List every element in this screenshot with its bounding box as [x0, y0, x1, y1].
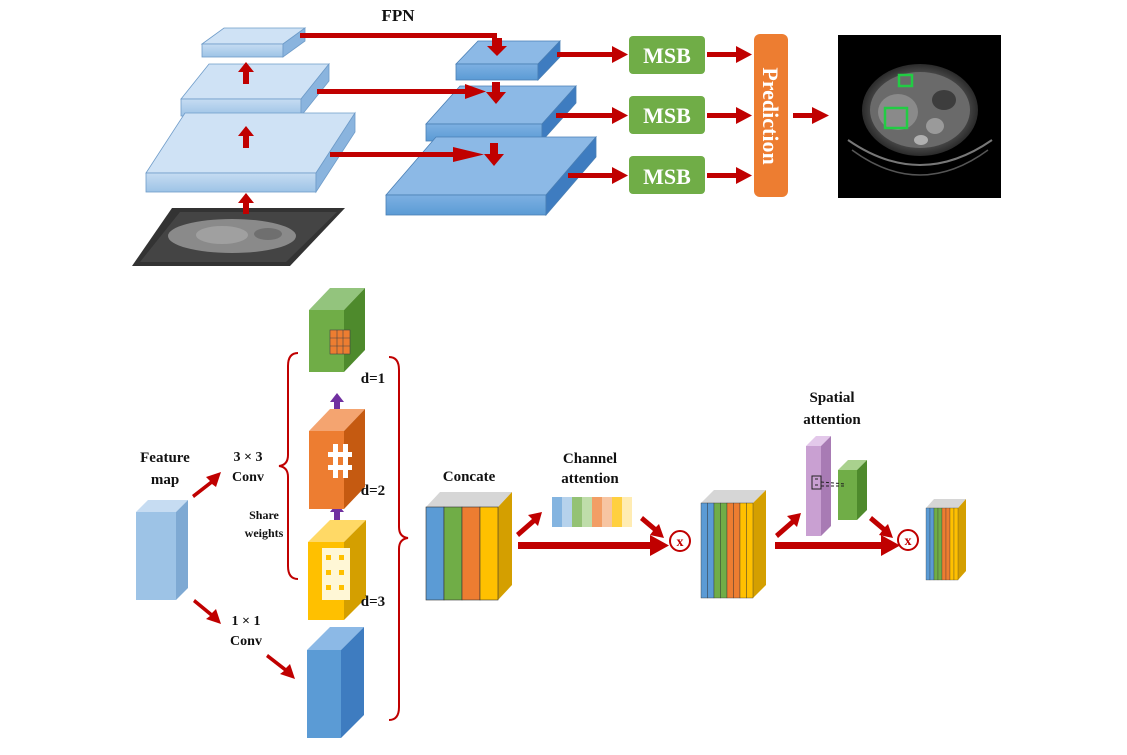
dilation-label-d2: d=2	[361, 483, 385, 499]
top-down-arrows	[484, 82, 506, 166]
feature-map-label-2: map	[151, 472, 179, 488]
concat-to-multiply-arrows	[516, 512, 669, 556]
left-brace	[278, 352, 299, 580]
fpn-label: FPN	[381, 6, 415, 25]
backbone-plate-small	[200, 27, 307, 58]
fpn-to-msb-arrows	[556, 46, 628, 184]
channel-attention-vector	[552, 497, 632, 527]
channel-attention-label-2: attention	[561, 471, 619, 487]
share-weights-label-1: Share	[249, 508, 279, 522]
fpn-plate-small	[455, 40, 561, 81]
dilated-conv-block-d3	[308, 520, 366, 620]
detection-box-large	[883, 106, 909, 130]
multiply-op-2: x	[897, 529, 919, 551]
conv1-label-2: Conv	[230, 634, 262, 649]
dilation-label-d3: d=3	[361, 594, 385, 610]
msb-label-2: MSB	[643, 103, 691, 128]
msb-label-1: MSB	[643, 43, 691, 68]
spatial-attention-green-map	[838, 460, 867, 520]
bottom-up-arrows	[238, 62, 254, 214]
right-brace	[388, 356, 409, 721]
msb-to-prediction-arrows	[707, 46, 752, 184]
feature-map-branch-arrows	[192, 472, 295, 679]
msb-label-3: MSB	[643, 164, 691, 189]
concate-label: Concate	[443, 469, 496, 485]
multiply-symbol-2: x	[905, 534, 912, 549]
feature-map-label-1: Feature	[140, 450, 190, 466]
spatial-attention-label-2: attention	[803, 412, 861, 428]
conv1x1-block	[307, 627, 364, 738]
dilation-label-d1: d=1	[361, 371, 385, 387]
conv1-label-1: 1 × 1	[232, 614, 261, 629]
refined-to-multiply-arrows	[775, 513, 900, 556]
multiply-op-1: x	[669, 530, 691, 552]
backbone-plate-large	[145, 111, 356, 194]
multiply-symbol-1: x	[677, 535, 684, 550]
msb-block-1: MSB	[629, 36, 705, 74]
share-weights-label-2: weights	[245, 526, 284, 540]
feature-map-block	[136, 500, 188, 600]
output-ct-image	[838, 35, 1001, 198]
msb-block-3: MSB	[629, 156, 705, 194]
backbone-plate-medium	[180, 62, 330, 118]
channel-refined-block	[700, 490, 766, 599]
lateral-connections	[300, 33, 507, 162]
msb-block-2: MSB	[629, 96, 705, 134]
concat-block	[425, 492, 512, 601]
spatial-attention-label-1: Spatial	[809, 390, 854, 406]
conv3-label-2: Conv	[232, 470, 264, 485]
input-ct-slice	[132, 208, 345, 266]
dilated-conv-block-d2	[309, 409, 365, 509]
prediction-block: Prediction	[754, 34, 788, 197]
prediction-label: Prediction	[758, 67, 783, 164]
conv3-label-1: 3 × 3	[234, 450, 263, 465]
msb-output-block	[925, 499, 966, 581]
channel-attention-label-1: Channel	[563, 451, 617, 467]
spatial-attention-projection-icon	[811, 475, 847, 490]
detection-box-small	[897, 73, 914, 88]
dilated-conv-block-d1	[309, 288, 365, 372]
prediction-to-output-arrow	[793, 107, 829, 124]
